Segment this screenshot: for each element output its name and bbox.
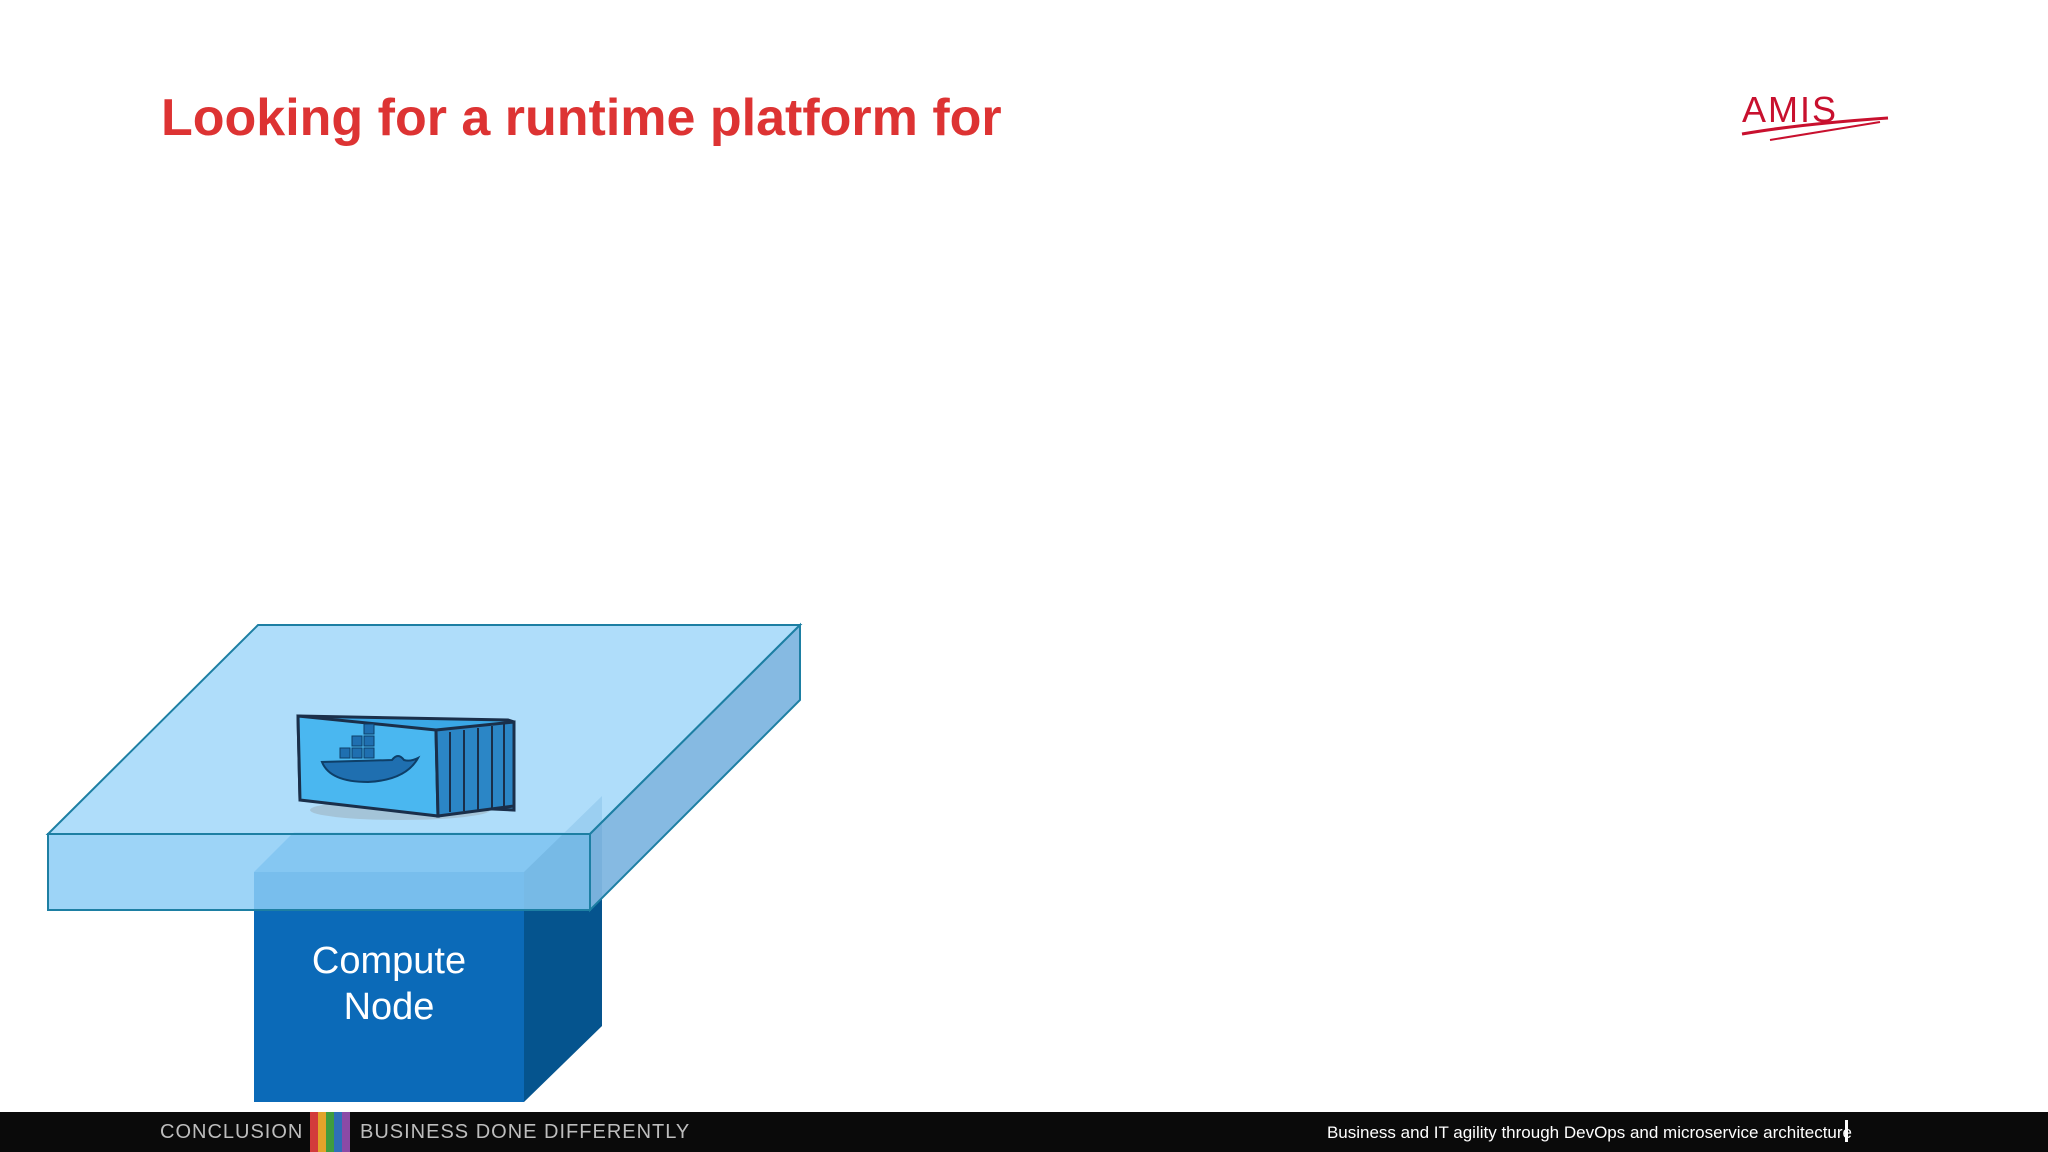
compute-node-label-line1: Compute — [311, 940, 467, 982]
docker-container-icon — [296, 714, 516, 820]
footer-stripe — [342, 1112, 350, 1152]
footer-divider — [1845, 1120, 1848, 1142]
amis-logo: AMIS — [1740, 88, 1890, 148]
platform-front-face — [47, 833, 591, 911]
footer-stripe — [334, 1112, 342, 1152]
footer-section-label: CONCLUSION — [160, 1121, 304, 1143]
footer-tagline: BUSINESS DONE DIFFERENTLY — [360, 1121, 691, 1143]
footer-bar: CONCLUSION BUSINESS DONE DIFFERENTLY Bus… — [0, 1112, 2048, 1152]
logo-swoosh-icon — [1741, 116, 1889, 141]
footer-color-stripes — [310, 1112, 350, 1152]
footer-subtitle: Business and IT agility through DevOps a… — [1326, 1123, 1852, 1142]
platform-diagram — [45, 622, 803, 1102]
slide-title: Looking for a runtime platform for — [161, 89, 1002, 147]
footer-stripe — [326, 1112, 334, 1152]
footer-stripe — [318, 1112, 326, 1152]
compute-node-label: Compute Node — [254, 938, 524, 1030]
footer-stripe — [310, 1112, 318, 1152]
compute-node-label-line2: Node — [343, 986, 435, 1028]
